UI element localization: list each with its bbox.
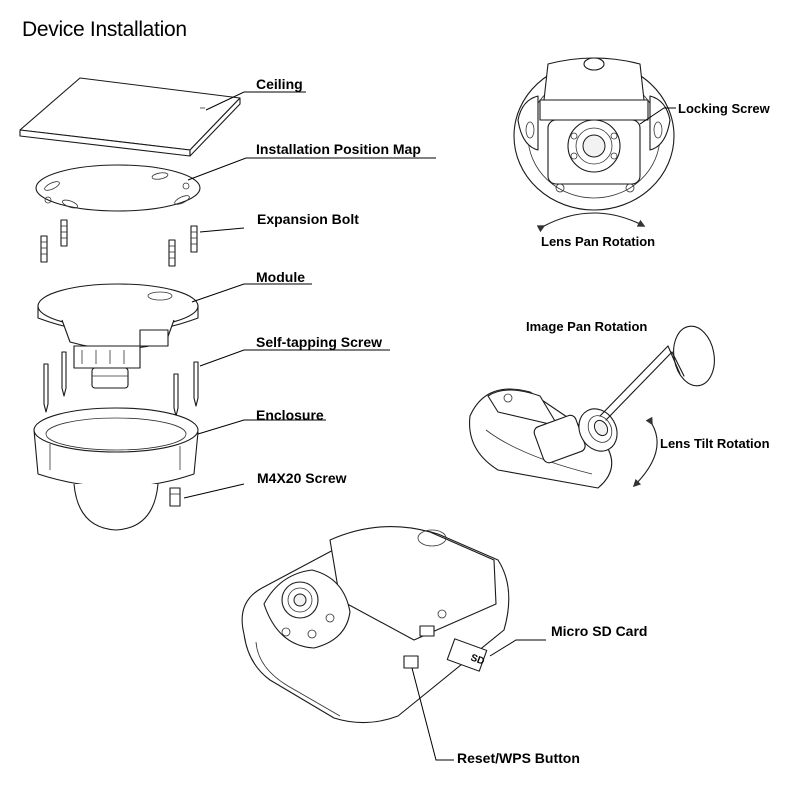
tilted-camera	[469, 345, 685, 489]
enclosure	[33, 407, 199, 531]
self-tapping-screw-label: Self-tapping Screw	[256, 334, 383, 350]
module-label: Module	[256, 269, 305, 285]
camera-module	[37, 283, 199, 389]
top-view-camera	[513, 57, 675, 211]
ceiling-slab	[19, 77, 241, 157]
lens-tilt-rotation-label: Lens Tilt Rotation	[660, 436, 770, 451]
micro-sd-card-label: Micro SD Card	[551, 623, 648, 639]
image-pan-arrow	[673, 325, 715, 387]
lens-pan-arrow	[536, 212, 646, 233]
self-tapping-screws	[43, 351, 199, 417]
expansion-bolts	[40, 219, 198, 267]
bottom-camera	[241, 526, 510, 724]
reset-button-leader	[411, 667, 454, 761]
locking-screw-label: Locking Screw	[678, 101, 770, 116]
ceiling-label: Ceiling	[256, 76, 303, 92]
page-title: Device Installation	[22, 18, 187, 41]
m4x20-screw-label: M4X20 Screw	[257, 470, 347, 486]
position-map-label: Installation Position Map	[256, 141, 421, 157]
enclosure-label: Enclosure	[256, 407, 324, 423]
position-map-plate	[35, 164, 201, 212]
sd-slot-marking: SD	[469, 652, 486, 667]
expansion-bolt-label: Expansion Bolt	[257, 211, 359, 227]
lens-pan-rotation-label: Lens Pan Rotation	[541, 234, 656, 249]
reset-wps-button-label: Reset/WPS Button	[457, 750, 580, 766]
left-leaders	[183, 91, 436, 499]
locking-screw-leader	[639, 107, 676, 125]
micro-sd-leader	[489, 639, 546, 657]
lens-tilt-arrow	[632, 416, 658, 488]
image-pan-rotation-label: Image Pan Rotation	[526, 319, 648, 334]
